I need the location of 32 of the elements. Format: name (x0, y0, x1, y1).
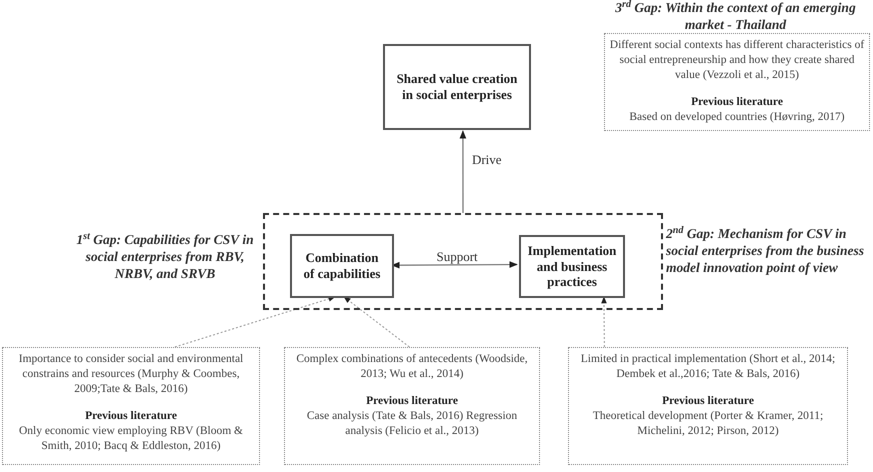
edge-label: Drive (470, 153, 504, 166)
gap-heading: 3$^{rd}$ Gap: Within the context of an emerging market - Thailand (614, 0, 857, 34)
literature-note-box (2, 347, 260, 465)
note-heading: Previous literature (366, 394, 458, 409)
note-text: Complex combinations of antecedents (Woodside, 2013; Wu et al., 2014) (295, 352, 529, 382)
gap-heading: 1$^{st}$ Gap: Capabilities for CSV in social enterprises from RBV, NRBV, and SRVB (75, 232, 255, 283)
literature-note-box (604, 33, 870, 131)
note-text: Limited in practical implementation (Short et al., 2014; Dembek et al.,2016; Tate & Bals, 2016) (580, 352, 836, 382)
note-text: Only economic view employing RBV (Bloom & Smith, 2010; Bacq & Eddleston, 2016) (18, 424, 244, 454)
edge-label: Support (434, 250, 480, 263)
note-text: Case analysis (Tate & Bals, 2016) Regression analysis (Felicio et al., 2013) (306, 408, 518, 439)
note-text: Theoretical development (Porter & Kramer, 2011; Michelini, 2012; Pirson, 2012) (592, 408, 824, 439)
note-heading: Previous literature (85, 408, 177, 424)
note-text: Different social contexts has different characteristics of social entrepreneurship and how they create shared value (Vezzoli et al., 2015) (609, 38, 865, 83)
dashed-group-box (263, 213, 663, 310)
note-text: Importance to consider social and environmental constrains and resources (Murphy & Coombes, 2009;Tate & Bals, 2016) (18, 352, 244, 397)
dotted-arrow (174, 296, 336, 348)
dotted-arrow (344, 296, 410, 348)
note-heading: Previous literature (662, 394, 754, 409)
box-title: Combination of capabilities (302, 250, 382, 282)
note-text: Based on developed countries (Høvring, 2017) (629, 110, 845, 125)
box-title: Shared value creation in social enterprises (396, 71, 518, 103)
note-heading: Previous literature (691, 94, 783, 110)
concept-box (383, 44, 531, 130)
concept-box (519, 235, 625, 298)
box-title: Implementation and business practices (528, 243, 616, 290)
gap-heading: 2$^{nd}$ Gap: Mechanism for CSV in social enterprises from the business model innovation point of view (666, 226, 866, 277)
arrow (460, 130, 466, 213)
concept-box (290, 234, 394, 298)
literature-note-box (284, 347, 540, 465)
literature-note-box (568, 347, 848, 465)
dotted-arrow (601, 296, 607, 348)
